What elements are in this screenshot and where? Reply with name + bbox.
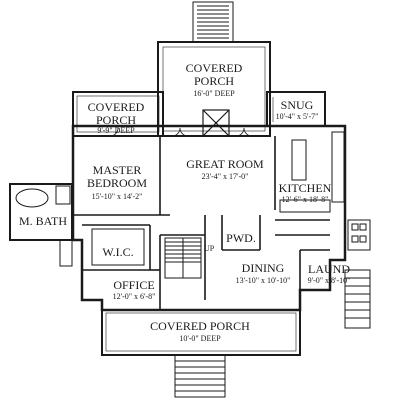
room-label-covered-porch-top-line2: PORCH: [193, 74, 235, 88]
room-label-office: OFFICE: [113, 278, 155, 292]
room-label-covered-porch-left-line2: PORCH: [95, 113, 137, 127]
interior-stair: [164, 237, 202, 279]
room-dims-great-room: 23'-4" x 17'-0": [201, 172, 249, 181]
room-dims-covered-porch-bottom: 10'-0" DEEP: [179, 334, 221, 343]
covered-porch-left-outline: [72, 91, 164, 137]
porch-doors: [109, 127, 253, 137]
stair-up-label: UP: [204, 244, 215, 253]
room-label-laund: LAUND: [308, 262, 350, 276]
room-label-covered-porch-top-line1: COVERED: [185, 61, 243, 75]
top-entry-stair: [192, 1, 234, 43]
fireplace: [202, 109, 230, 137]
room-label-great-room: GREAT ROOM: [186, 157, 264, 171]
main-house-walls: [71, 124, 347, 312]
room-label-pwd: PWD.: [226, 231, 256, 245]
right-lower-stair: [344, 269, 371, 329]
room-dims-laund: 9'-0" x 8'-10": [307, 276, 351, 285]
room-label-snug: SNUG: [280, 98, 314, 112]
room-label-m-bath: M. BATH: [18, 214, 68, 228]
interior-walls: [73, 136, 330, 310]
room-dims-office: 12'-0" x 6'-8": [112, 292, 156, 301]
room-dims-master-bedroom: 15'-10" x 14'-2": [91, 192, 143, 201]
room-label-dining: DINING: [241, 261, 285, 275]
room-dims-kitchen: 12'-6" x 18'-8": [281, 195, 329, 204]
right-side-stove: [347, 219, 371, 251]
kitchen-counters: [279, 131, 345, 213]
bottom-entry-stair: [174, 354, 226, 398]
room-label-covered-porch-left-line1: COVERED: [87, 100, 145, 114]
room-label-wic: W.I.C.: [102, 245, 134, 259]
room-label-master-bedroom-line1: MASTER: [92, 163, 142, 177]
room-label-master-bedroom-line2: BEDROOM: [86, 176, 148, 190]
wic-shelving: [91, 228, 145, 266]
room-dims-covered-porch-left: 9'-9" DEEP: [97, 126, 135, 135]
room-label-kitchen: KITCHEN: [278, 181, 332, 195]
room-label-covered-porch-bottom: COVERED PORCH: [150, 319, 250, 333]
room-dims-dining: 13'-10" x 10'-10": [235, 276, 291, 285]
room-dims-covered-porch-top: 16'-0" DEEP: [193, 89, 235, 98]
master-bath-fixtures: [9, 183, 73, 267]
room-dims-snug: 10'-4" x 5'-7": [275, 112, 319, 121]
